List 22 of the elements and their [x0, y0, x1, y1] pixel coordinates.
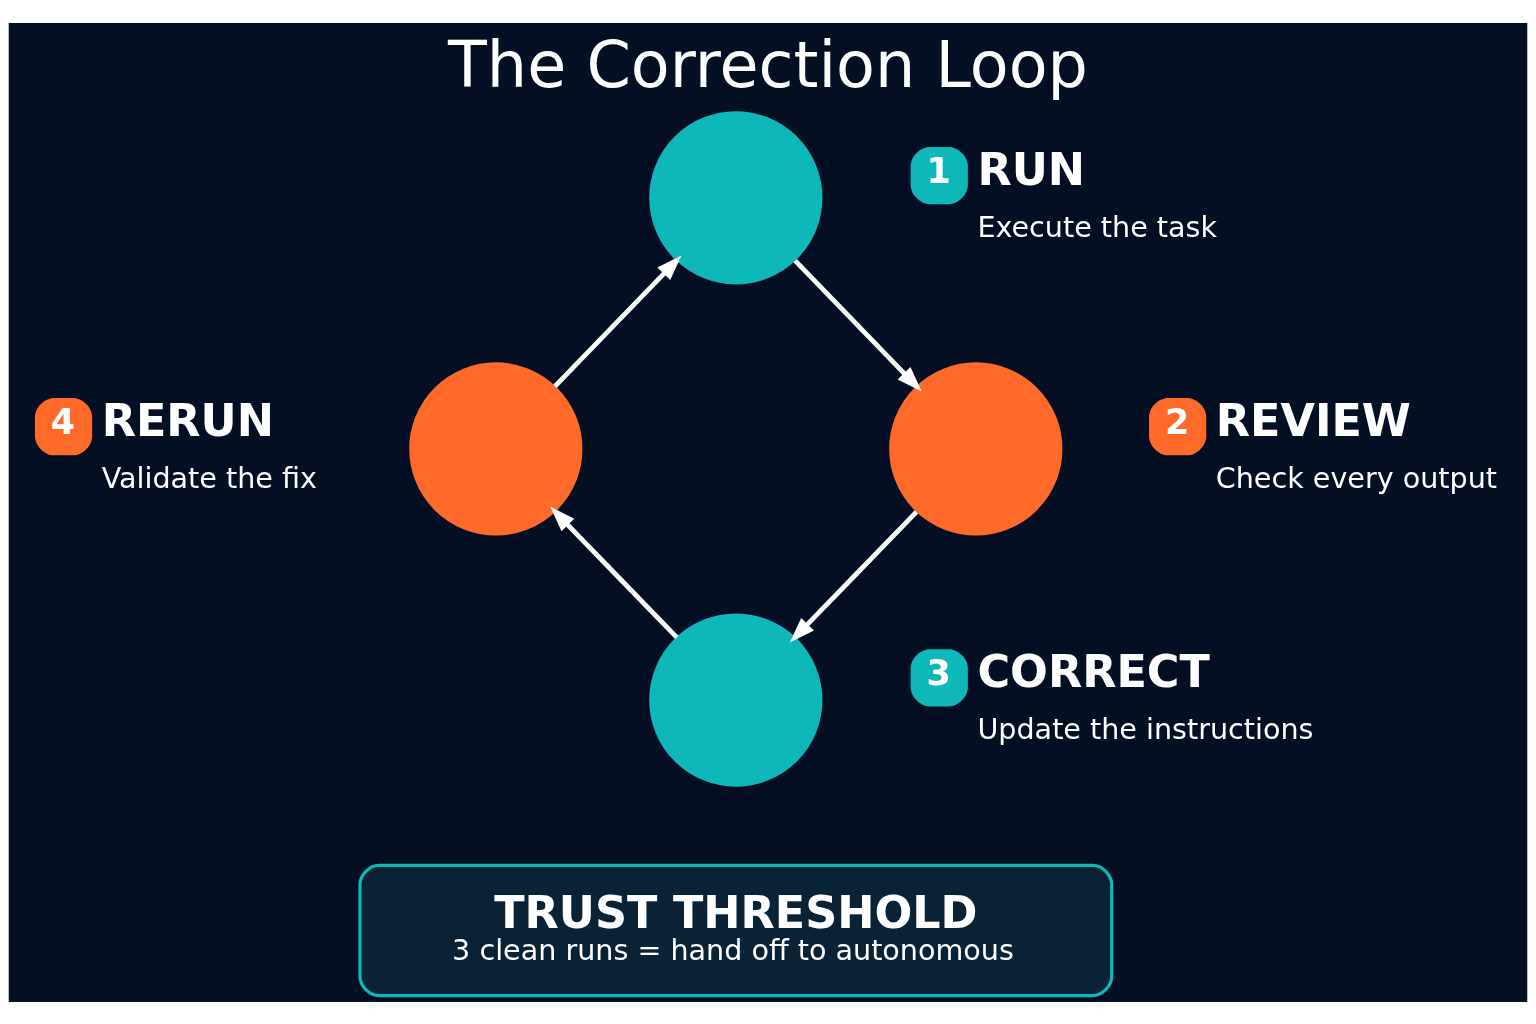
arrow: [553, 255, 682, 388]
node-label: Execute the task: [977, 209, 1218, 244]
node-label: CORRECT: [977, 645, 1210, 697]
node-label: REVIEW: [1215, 394, 1411, 446]
node-circle: [649, 612, 823, 787]
node-label: Check every output: [1215, 460, 1498, 495]
node-circle: [649, 110, 823, 284]
node-circle: [409, 361, 583, 536]
arrow: [789, 509, 919, 643]
arrow: [550, 506, 679, 639]
diagram-title: The Correction Loop: [448, 27, 1088, 102]
node-circle: [889, 361, 1063, 536]
arrow: [793, 258, 922, 391]
node-label: 2: [1164, 401, 1190, 442]
node-label: RUN: [977, 143, 1086, 195]
node-label: 1: [926, 150, 951, 191]
node-label: RERUN: [101, 394, 274, 446]
node-box: TRUST THRESHOLD 3 clean runs = hand off to autonomous: [358, 863, 1114, 997]
node-label: 4: [50, 401, 76, 442]
node-label: 3: [926, 652, 951, 693]
node-label: Update the instructions: [977, 711, 1314, 746]
node-label: Validate the fix: [101, 460, 317, 495]
